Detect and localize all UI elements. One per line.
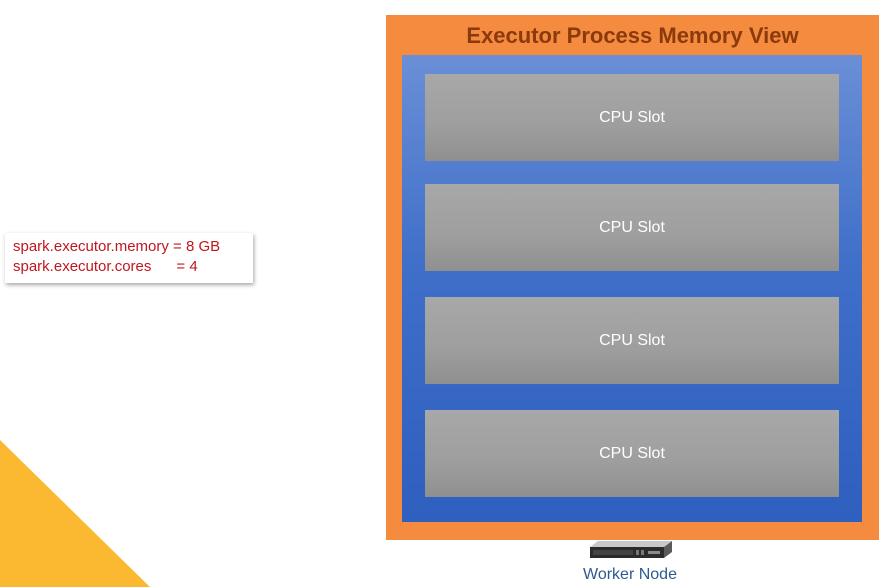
worker-node-label: Worker Node (583, 566, 677, 583)
cpu-slot-label: CPU Slot (599, 444, 665, 462)
config-cores-line: spark.executor.cores = 4 (13, 258, 198, 275)
cpu-slot-label: CPU Slot (599, 331, 665, 349)
executor-title: Executor Process Memory View (466, 23, 799, 48)
cpu-slot-1: CPU Slot (425, 74, 839, 161)
cpu-slot-4: CPU Slot (425, 410, 839, 497)
cpu-slot-2: CPU Slot (425, 184, 839, 271)
config-memory-line: spark.executor.memory = 8 GB (13, 238, 221, 255)
cpu-slot-label: CPU Slot (599, 108, 665, 126)
cpu-slot-label: CPU Slot (599, 218, 665, 236)
cpu-slot-3: CPU Slot (425, 297, 839, 384)
config-callout: spark.executor.memory = 8 GB spark.execu… (5, 233, 253, 283)
executor-memory-area: CPU Slot CPU Slot CPU Slot CPU Slot (402, 55, 862, 522)
server-rack-icon (590, 541, 672, 558)
corner-decoration (0, 440, 150, 587)
executor-process-box: Executor Process Memory View CPU Slot CP… (386, 15, 879, 540)
